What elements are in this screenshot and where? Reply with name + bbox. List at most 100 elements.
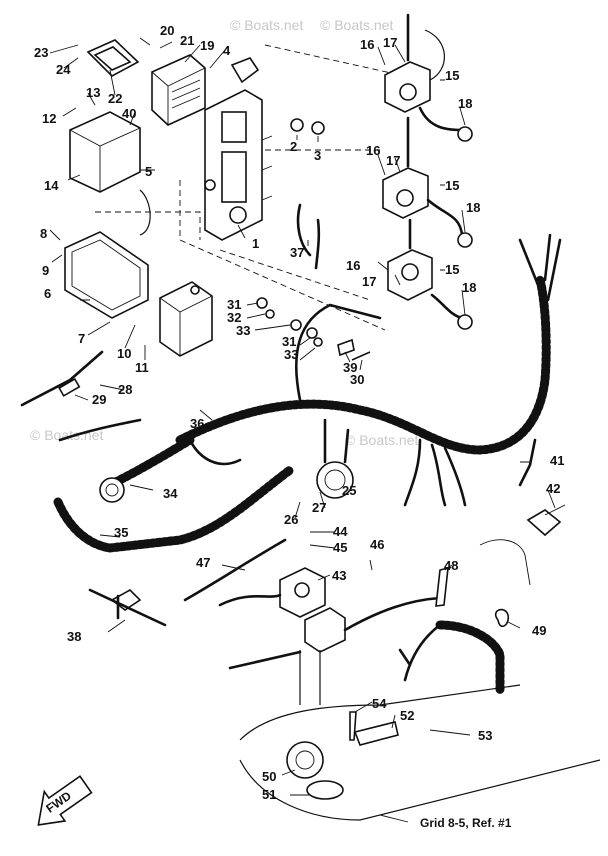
bracket-plate-6 [64,231,149,319]
wire-35 [53,465,295,553]
assembly-line [95,211,201,240]
wire-harness-53 [435,620,505,695]
harness-53-branch [398,623,442,682]
callout-14: 14 [44,178,59,193]
callout-19: 19 [200,38,214,53]
callout-44: 44 [333,524,348,539]
callout-15b: 15 [445,178,459,193]
switch-25 [316,418,354,499]
solenoid-43 [279,567,326,618]
cdi-unit-5 [69,111,151,236]
callout-23: 23 [34,45,48,60]
watermark: © Boats.net [320,17,393,33]
callout-29: 29 [92,392,106,407]
ignition-coil-middle [382,116,473,248]
callout-18c: 18 [462,280,476,295]
mounting-bracket-1 [204,57,273,241]
outline-curve [479,539,531,586]
callout-12: 12 [42,111,56,126]
callout-33a: 33 [236,323,250,338]
bolt-30 [351,351,371,361]
callout-27: 27 [312,500,326,515]
callout-38: 38 [67,629,81,644]
callout-34: 34 [163,486,178,501]
washer-31b [306,327,318,339]
spring-48 [435,566,449,607]
callout-21: 21 [180,33,194,48]
callout-16b: 16 [366,143,380,158]
assembly-line [219,249,371,301]
lower-unit-outline [239,684,521,741]
washer-31 [256,297,268,309]
callout-54: 54 [372,696,387,711]
callout-9: 9 [42,263,49,278]
callout-22: 22 [108,91,122,106]
clip-49 [494,608,510,628]
nut-3 [311,121,325,135]
washer-32 [265,309,275,319]
lower-unit-outline [239,759,601,821]
callout-18b: 18 [466,200,480,215]
callout-28: 28 [118,382,132,397]
harness-branch [518,233,562,302]
callout-35: 35 [114,525,128,540]
callout-2: 2 [290,139,297,154]
callout-20: 20 [160,23,174,38]
callout-45: 45 [333,540,347,555]
lower-unit-outline [299,650,321,705]
callout-16a: 16 [360,37,374,52]
terminal-29 [58,377,81,397]
callout-25: 25 [342,483,356,498]
solenoid-lead [218,593,282,607]
caption-leader [379,814,409,823]
lead-wire-37 [296,203,321,270]
cover-plate-22 [86,39,140,77]
callout-37: 37 [290,245,304,260]
callout-42: 42 [546,481,560,496]
callout-15a: 15 [445,68,459,83]
lower-lead [228,650,302,670]
callout-24: 24 [56,62,71,77]
grid-reference-caption: Grid 8-5, Ref. #1 [420,816,512,830]
assembly-line [179,180,386,331]
gear-50-hub [295,750,315,770]
bracket-52 [353,721,399,746]
callout-40: 40 [122,106,136,121]
callout-46: 46 [370,537,384,552]
watermark: © Boats.net [345,432,418,448]
callout-8: 8 [40,226,47,241]
screw-54 [349,711,357,741]
callout-3: 3 [314,148,321,163]
harness-branch [403,438,467,507]
callout-50: 50 [262,769,276,784]
callout-31b: 31 [282,334,296,349]
callout-48: 48 [444,558,458,573]
callout-43: 43 [332,568,346,583]
callout-17b: 17 [386,153,400,168]
ignition-coil-bottom [387,218,473,330]
callout-1: 1 [252,236,259,251]
callout-4: 4 [223,43,231,58]
watermark: © Boats.net [30,427,103,443]
callout-17a: 17 [383,35,397,50]
callout-10: 10 [117,346,131,361]
callout-49: 49 [532,623,546,638]
callout-30: 30 [350,372,364,387]
relay-lower [304,607,346,653]
fwd-arrow-icon: FWD [37,775,93,826]
callout-18a: 18 [458,96,472,111]
ignition-coil-top [384,13,473,142]
fitting-39 [337,338,355,357]
callout-11: 11 [135,360,149,375]
callout-5: 5 [145,164,152,179]
gear-50 [286,741,324,779]
callout-33b: 33 [284,347,298,362]
rectifier-box [159,281,213,357]
callout-6: 6 [44,286,51,301]
callout-15c: 15 [445,262,459,277]
callout-41: 41 [550,453,564,468]
sender-42 [526,504,566,537]
callout-16c: 16 [346,258,360,273]
callout-36: 36 [190,416,204,431]
bracket-38 [88,588,167,627]
